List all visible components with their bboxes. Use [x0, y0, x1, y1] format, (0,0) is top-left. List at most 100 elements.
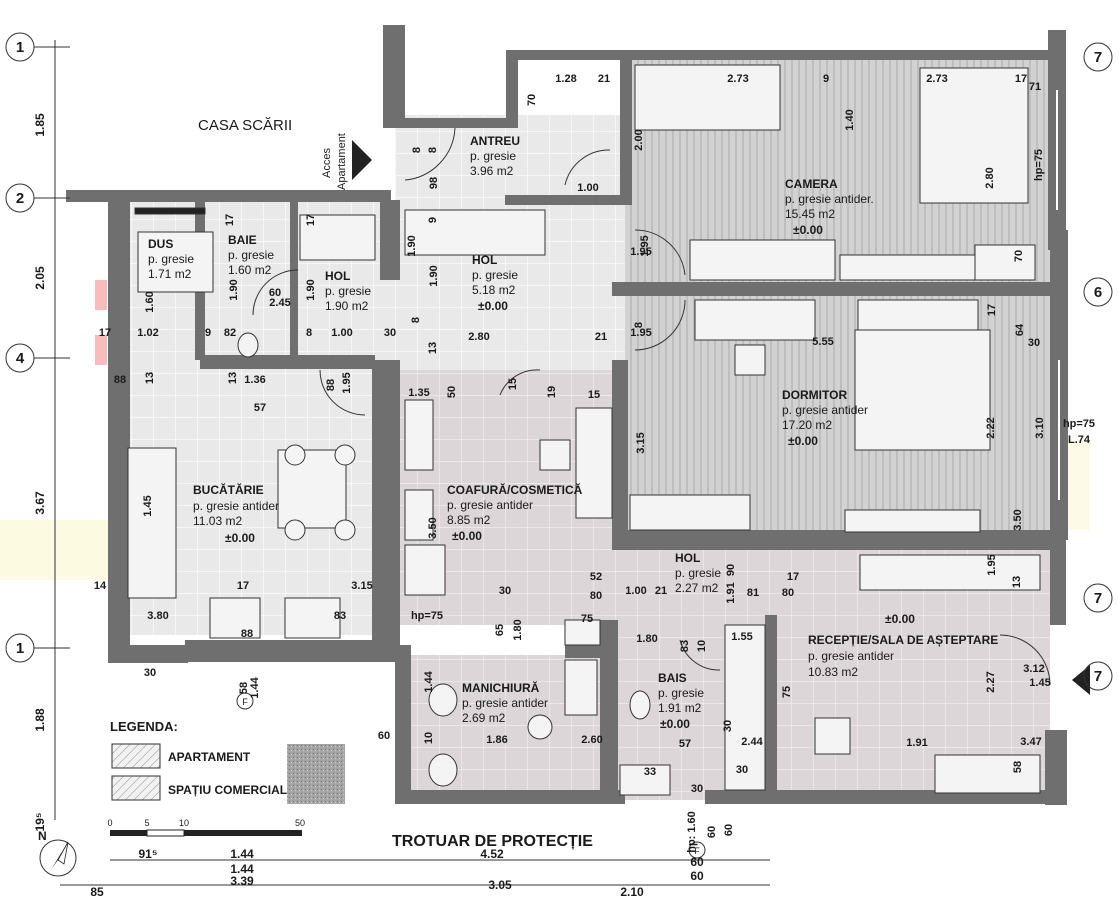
room-name: MANICHIURĂ [462, 680, 540, 695]
room-name: HOL [325, 269, 350, 283]
room-floor: p. gresie [675, 566, 721, 580]
room-hol-3: HOL p. gresie 2.27 m2 [675, 551, 721, 595]
dimension-label: hp=75 [1063, 418, 1095, 430]
north-arrow-icon: N [38, 829, 77, 877]
dimension-label: 2.80 [984, 167, 996, 188]
dimension-label: 2.60 [581, 734, 602, 746]
dimension-label: 3.80 [147, 610, 168, 622]
legend-swatch-commercial [111, 775, 161, 801]
dimension-label: 13 [1011, 576, 1023, 588]
dimension-label: 21 [655, 585, 667, 597]
room-hol-1: HOL p. gresie 1.90 m2 [325, 269, 371, 313]
dimension-label: 1.95 [341, 372, 353, 393]
left-dimensions: 1.85 2.05 3.67 1.88 19⁵ [33, 113, 47, 831]
dimension-label: 1.95 [639, 235, 651, 256]
dimension-label: 33 [644, 766, 656, 778]
dimension-label: 8 [410, 317, 422, 323]
room-receptie: RECEPȚIE/SALA DE AȘTEPTARE p. gresie ant… [808, 612, 998, 679]
dimension-label: 17 [1015, 73, 1027, 85]
grid-label-right-2: 6 [1094, 284, 1102, 301]
dimension-label: 30 [722, 720, 734, 732]
dim-bottom: 60 [690, 855, 704, 869]
entrance-arrows [352, 140, 1090, 695]
dimension-label: 2.44 [741, 736, 763, 748]
dimension-label: 17 [99, 327, 111, 339]
room-floor: p. gresie antider. [785, 192, 874, 206]
dimension-label: 21 [598, 73, 610, 85]
room-floor: p. gresie [228, 248, 274, 262]
dimension-label: 75 [581, 613, 593, 625]
dimension-label: hp: 1.60 [686, 811, 698, 853]
dimension-label: 2.22 [985, 417, 997, 438]
dimension-label: 8 [411, 147, 423, 153]
room-name: COAFURĂ/COSMETICĂ [447, 482, 583, 497]
legend-texture-sample [287, 744, 345, 804]
dimension-label: 1.00 [625, 585, 646, 597]
dimension-label: 1.45 [1029, 677, 1050, 689]
dim-left: 3.67 [33, 491, 47, 515]
furniture [127, 64, 1041, 796]
room-baie: BAIE p. gresie 1.60 m2 [228, 233, 274, 277]
room-area: 17.20 m2 [782, 418, 832, 432]
room-floor: p. gresie antider [782, 403, 868, 417]
dimension-label: 15 [588, 389, 600, 401]
dim-bottom: 1.44 [230, 847, 254, 861]
room-coafura: COAFURĂ/COSMETICĂ p. gresie antider 8.85… [447, 482, 583, 543]
room-area: 5.18 m2 [472, 283, 516, 297]
room-camera: CAMERA p. gresie antider. 15.45 m2 ±0.00 [785, 177, 874, 237]
dimension-label: 60 [269, 287, 281, 299]
room-floor: p. gresie [658, 686, 704, 700]
dimension-label: 1.00 [331, 327, 352, 339]
dimension-label: 1.44 [249, 676, 261, 698]
dimension-label: 17 [787, 571, 799, 583]
windows [1056, 90, 1060, 720]
room-name: CAMERA [785, 177, 838, 191]
room-area: 2.69 m2 [462, 711, 506, 725]
dimension-label: 1.90 [406, 235, 418, 256]
dimension-label: 9 [205, 327, 211, 339]
dim-left: 2.05 [33, 266, 47, 290]
dimension-label: 17 [986, 304, 998, 316]
grid-markers [5, 32, 1113, 859]
grid-label-bottom-1: F [242, 697, 248, 707]
dimension-label: 1.45 [142, 495, 154, 516]
dimension-label: 1.00 [577, 182, 598, 194]
legend-item-apartament: APARTAMENT [168, 750, 251, 764]
dimension-label: 75 [781, 686, 793, 698]
dimension-label: 71 [1029, 81, 1041, 93]
dimension-label: 52 [590, 571, 602, 583]
scale-tick: 50 [295, 818, 305, 828]
doors [252, 127, 1051, 686]
dimension-label: 80 [590, 590, 602, 602]
room-dormitor: DORMITOR p. gresie antider 17.20 m2 ±0.0… [782, 388, 868, 448]
room-dus: DUS p. gresie 1.71 m2 [148, 237, 194, 281]
dimension-label: 57 [254, 402, 266, 414]
room-level: ±0.00 [885, 612, 915, 626]
room-area: 2.27 m2 [675, 581, 719, 595]
dimension-label: 57 [679, 738, 691, 750]
dim-bottom: 60 [690, 869, 704, 883]
dimension-label: 1.55 [731, 631, 752, 643]
room-hol-2: HOL p. gresie 5.18 m2 ±0.00 [472, 253, 518, 313]
room-level: ±0.00 [225, 531, 255, 545]
dimension-label: 17 [224, 214, 236, 226]
compass-label: N [38, 829, 47, 843]
room-floor: p. gresie [325, 284, 371, 298]
dimension-label: 70 [526, 94, 538, 106]
room-floor: p. gresie antider [193, 499, 279, 513]
dimension-label: 88 [114, 374, 126, 386]
legend-title: LEGENDA: [110, 719, 178, 734]
dimension-label: 8 [306, 327, 312, 339]
dimension-label: 1.02 [137, 327, 158, 339]
dimension-label: 8 [427, 147, 439, 153]
grid-label-left-3: 4 [16, 350, 25, 367]
dimension-label: 30 [499, 585, 511, 597]
room-name: ANTREU [470, 134, 520, 148]
dimension-label: 13 [227, 372, 239, 384]
dimension-label: 70 [1013, 250, 1025, 262]
scale-tick: 5 [144, 818, 149, 828]
dim-bottom: 1.44 [230, 862, 254, 876]
room-name: RECEPȚIE/SALA DE AȘTEPTARE [808, 633, 998, 647]
dimension-label: 3.12 [1023, 663, 1044, 675]
dimension-label: 1.44 [423, 670, 435, 692]
